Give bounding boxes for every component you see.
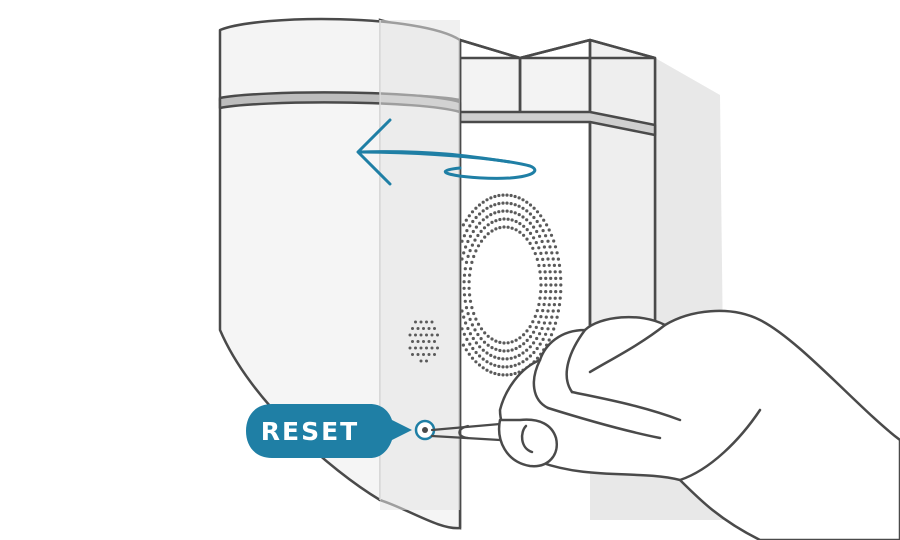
camera-body (218, 17, 462, 530)
microphone-holes (408, 320, 439, 363)
paperclip-tool (430, 422, 502, 442)
hand (497, 309, 900, 540)
reset-callout: RESET (246, 404, 392, 458)
wall-mount (458, 38, 657, 332)
rotate-counterclockwise-arrow-icon (356, 118, 537, 186)
reset-callout-label: RESET (260, 416, 360, 446)
speaker-grille (460, 193, 563, 377)
reset-callout-bubble (246, 404, 412, 458)
